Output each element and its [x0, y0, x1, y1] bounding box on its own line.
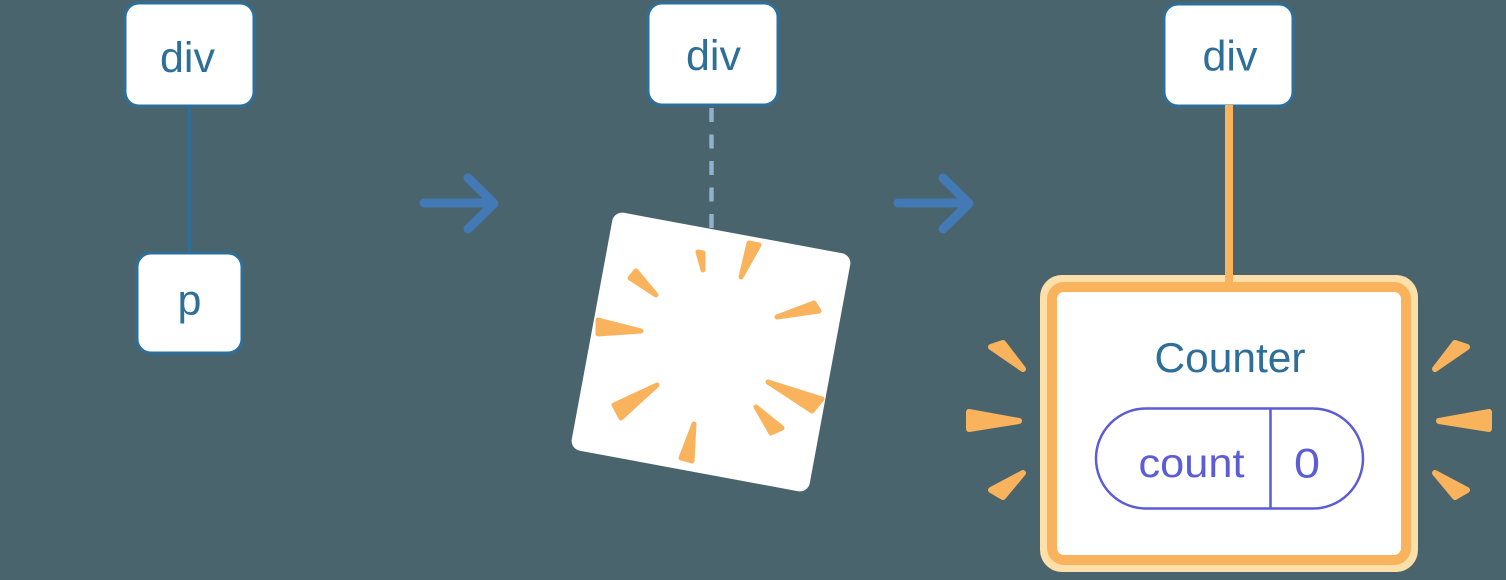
- svg-text:0: 0: [1294, 440, 1320, 487]
- svg-text:div: div: [686, 32, 741, 80]
- svg-text:div: div: [160, 34, 215, 82]
- svg-text:Counter: Counter: [1155, 334, 1306, 381]
- svg-text:div: div: [1203, 33, 1258, 81]
- svg-text:count: count: [1139, 440, 1246, 486]
- svg-text:p: p: [178, 277, 202, 325]
